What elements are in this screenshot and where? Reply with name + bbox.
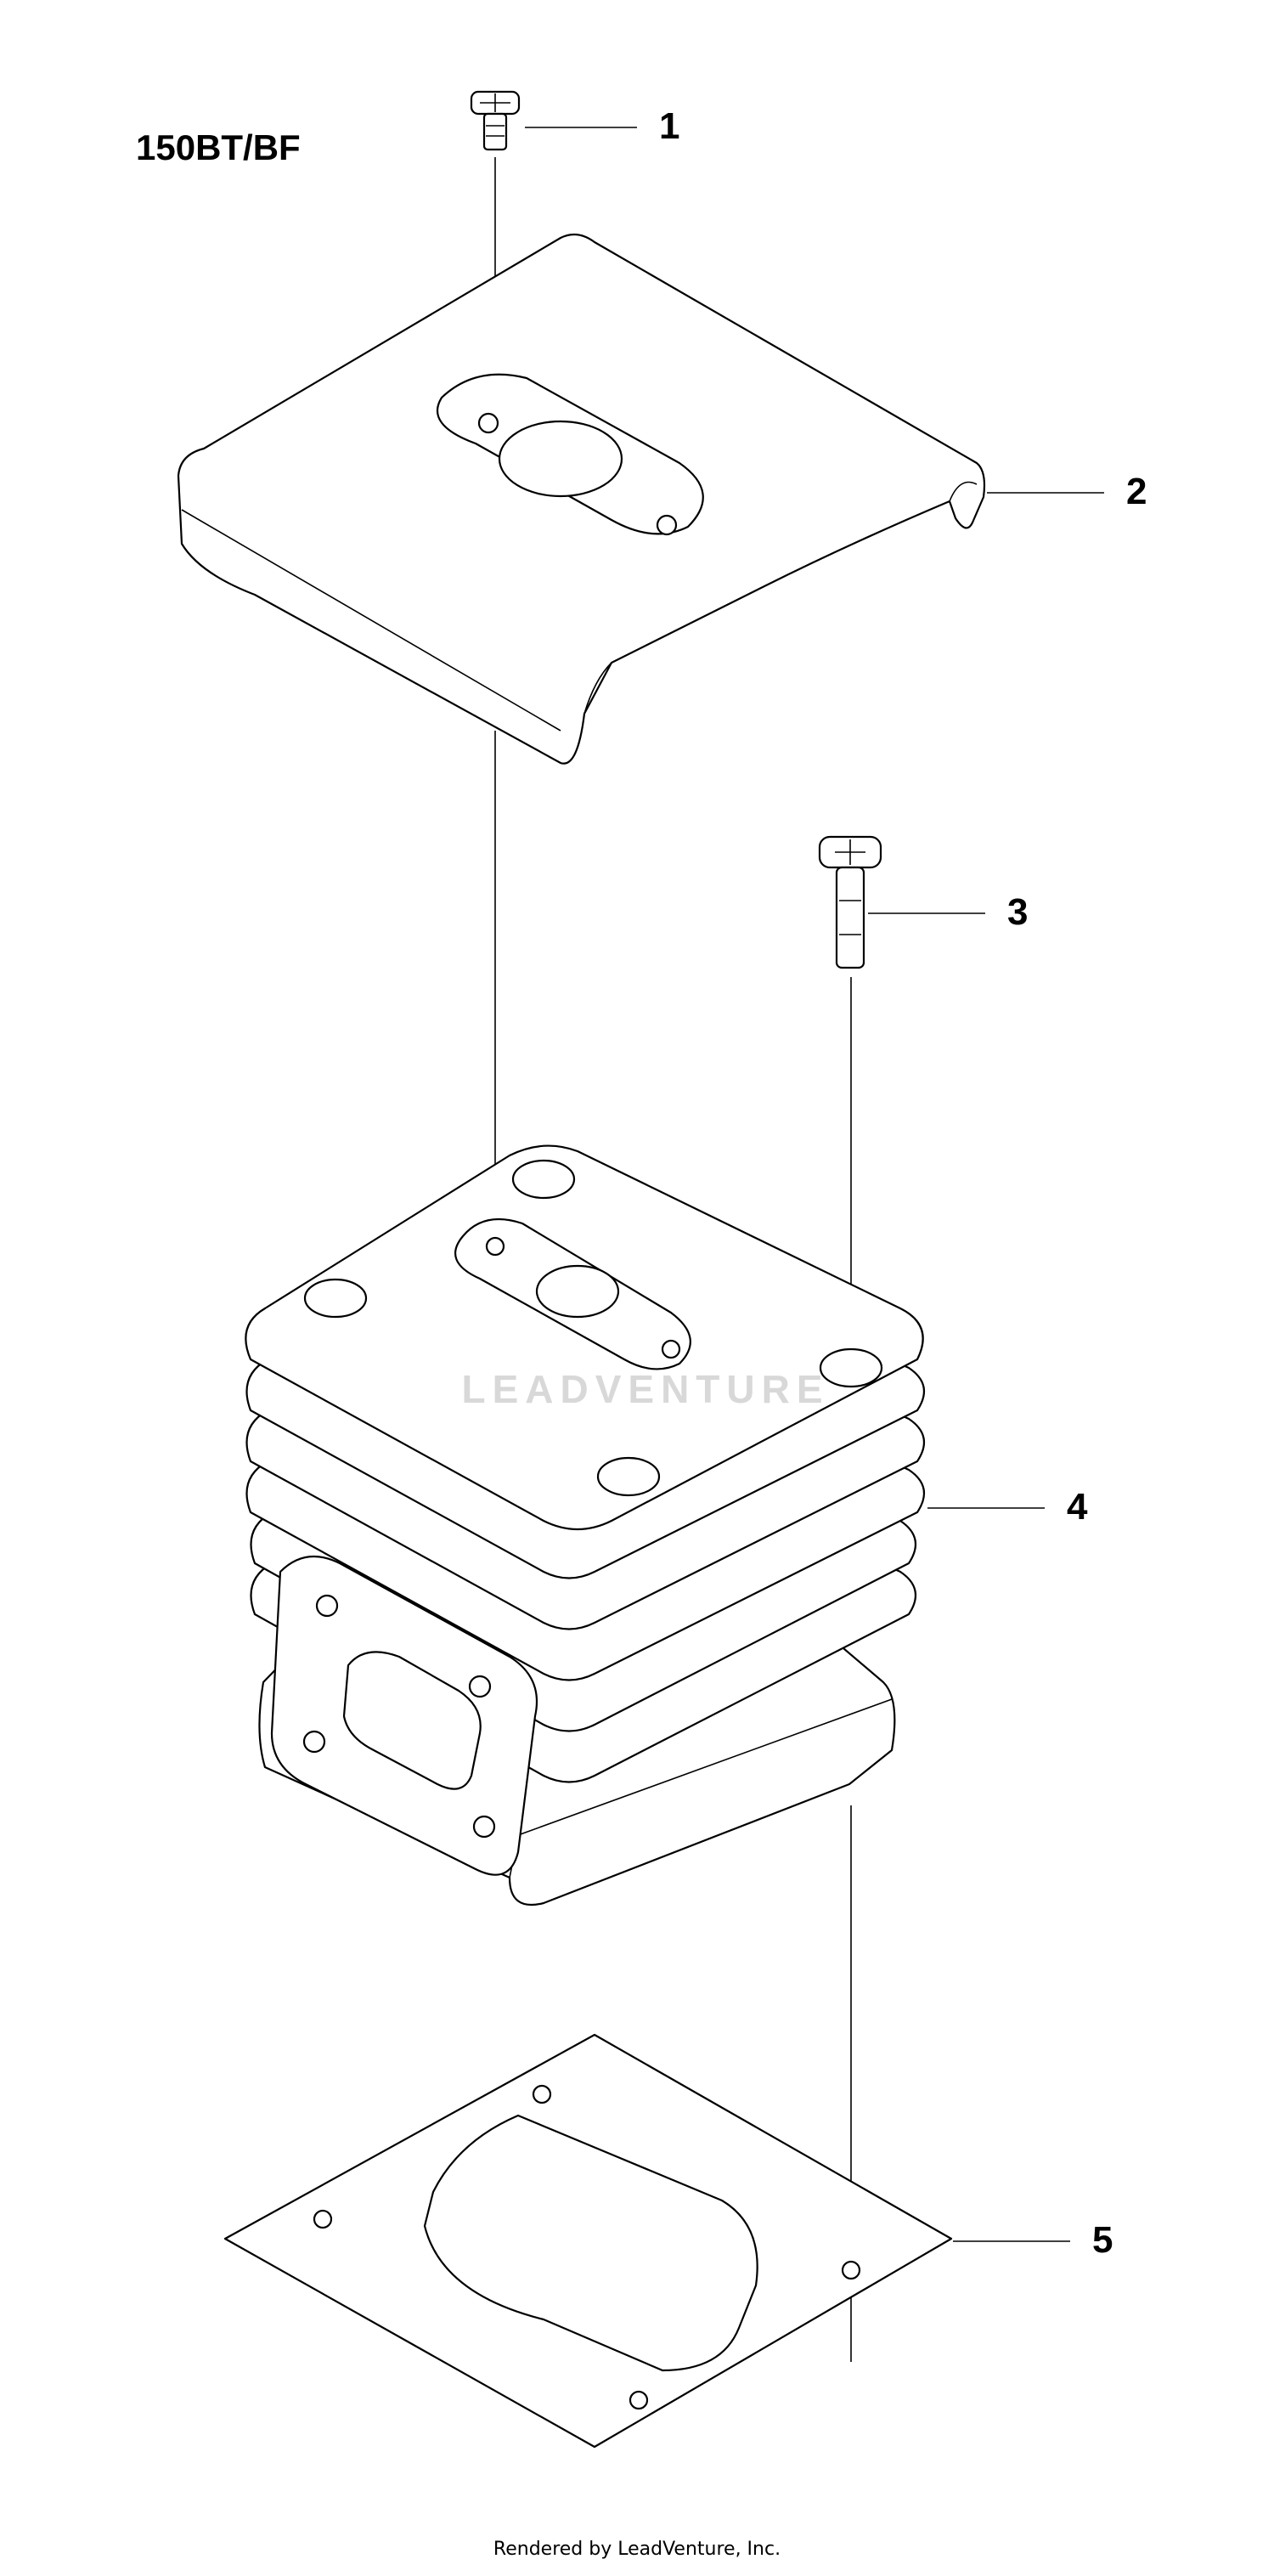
callout-3: 3 [1007, 891, 1029, 933]
model-label: 150BT/BF [136, 127, 301, 167]
footer-credit: Rendered by LeadVenture, Inc. [493, 2539, 781, 2560]
callout-5: 5 [1092, 2219, 1113, 2261]
part-1-screw[interactable] [470, 90, 521, 151]
part-2-heat-shield[interactable] [177, 233, 986, 765]
watermark-text: LEADVENTURE [461, 1367, 830, 1411]
callout-1: 1 [659, 105, 680, 147]
callout-4: 4 [1067, 1486, 1088, 1528]
part-4-cylinder[interactable] [245, 1144, 926, 1907]
leader-lines [525, 127, 1104, 2242]
part-5-gasket[interactable] [223, 2033, 953, 2449]
part-3-bolt[interactable] [818, 835, 882, 969]
callout-2: 2 [1126, 471, 1147, 512]
